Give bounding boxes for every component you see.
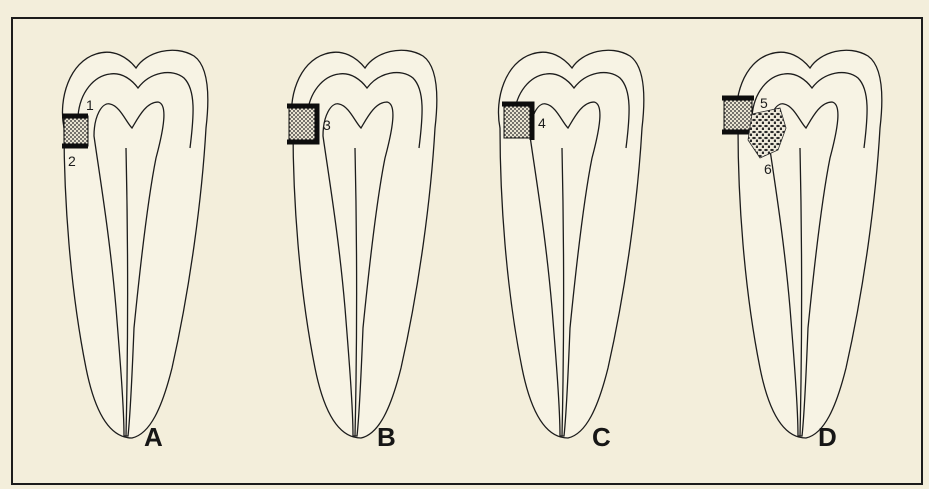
panel-label-b: B	[377, 422, 396, 452]
panel-d: 5 6 D	[722, 50, 882, 452]
panel-label-a: A	[144, 422, 163, 452]
callout-1: 1	[86, 97, 94, 113]
tooth-a	[62, 50, 207, 438]
restoration-b	[289, 108, 315, 140]
panel-label-c: C	[592, 422, 611, 452]
restoration-a	[64, 116, 88, 146]
callout-3: 3	[323, 117, 331, 133]
callout-6: 6	[764, 161, 772, 177]
panel-b: 3 B	[287, 50, 437, 452]
panel-label-d: D	[818, 422, 837, 452]
callout-5: 5	[760, 95, 768, 111]
restoration-c	[504, 106, 530, 138]
callout-4: 4	[538, 115, 546, 131]
tooth-d	[736, 50, 881, 438]
panel-c: 4 C	[498, 50, 643, 452]
restoration-d	[724, 98, 752, 132]
panel-a: 1 2 A	[62, 50, 208, 452]
callout-2: 2	[68, 153, 76, 169]
